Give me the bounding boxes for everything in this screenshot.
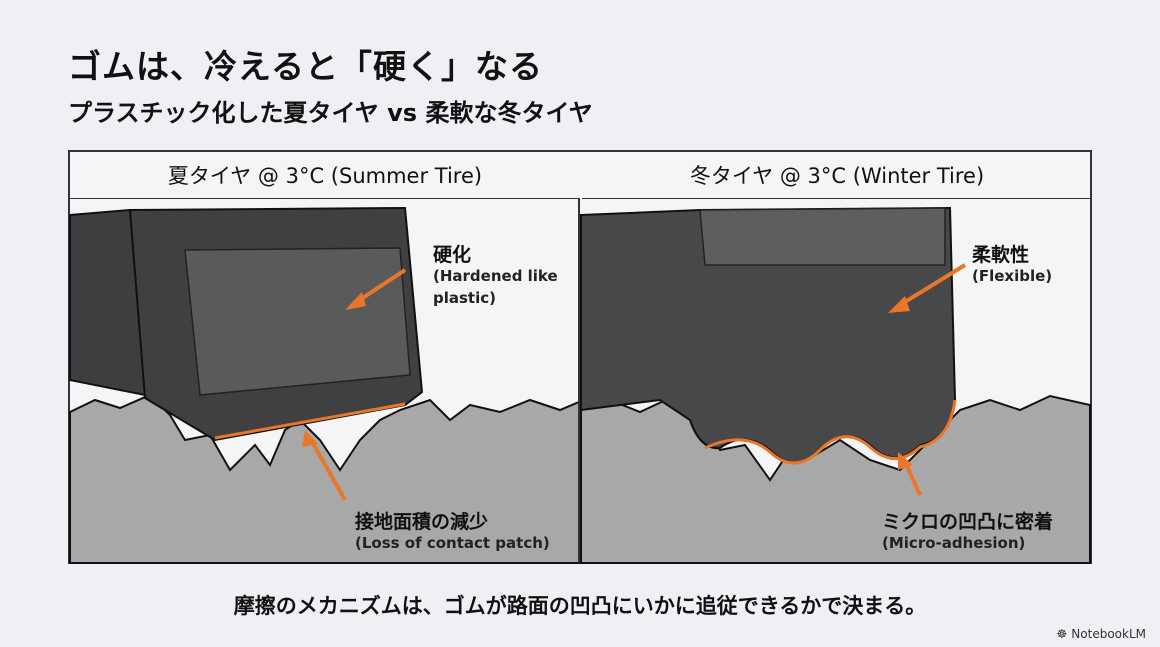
notebooklm-logo-icon: ☸	[1056, 627, 1068, 641]
label-flexible-en: (Flexible)	[972, 267, 1053, 285]
slide-title: ゴムは、冷えると「硬く」なる	[68, 47, 544, 86]
arrow-contact	[308, 437, 347, 501]
brand-watermark: ☸ NotebookLM	[1057, 627, 1146, 641]
arrow-flexible	[898, 263, 967, 307]
label-micro-adhesion-en: (Micro-adhesion)	[882, 534, 1026, 552]
label-contact-loss: 接地面積の減少	[355, 511, 489, 533]
brand-label: NotebookLM	[1071, 627, 1146, 641]
label-hardened: 硬化	[433, 244, 472, 266]
summer-road	[69, 393, 580, 564]
slide-subtitle: プラスチック化した夏タイヤ vs 柔軟な冬タイヤ	[68, 99, 593, 127]
winter-illustration	[580, 199, 1091, 564]
arrow-adhesion	[903, 461, 922, 496]
summer-header: 夏タイヤ @ 3°C (Summer Tire)	[70, 152, 580, 200]
summer-illustration	[69, 199, 580, 564]
label-micro-adhesion: ミクロの凹凸に密着	[882, 511, 1054, 533]
label-flexible: 柔軟性	[972, 244, 1030, 266]
caption: 摩擦のメカニズムは、ゴムが路面の凹凸にいかに追従できるかで決まる。	[233, 594, 927, 618]
label-contact-loss-en: (Loss of contact patch)	[355, 534, 550, 552]
